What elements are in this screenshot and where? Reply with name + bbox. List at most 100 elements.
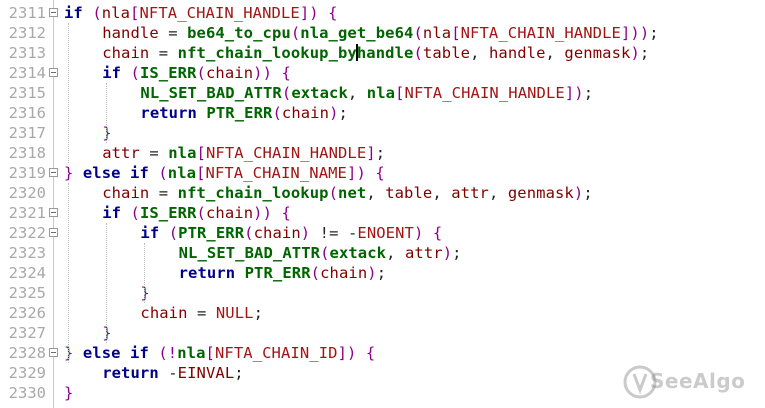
code-token: nla — [167, 164, 197, 182]
code-token: = — [139, 144, 169, 162]
line-number: 2323 — [8, 244, 46, 262]
code-token: ( — [281, 84, 292, 102]
code-token — [73, 344, 82, 362]
indent-guide — [106, 83, 108, 143]
code-token: handle — [102, 24, 159, 42]
code-token: return — [102, 364, 159, 382]
code-token: NFTA_CHAIN_HANDLE — [205, 144, 367, 162]
code-token: ] — [366, 144, 376, 162]
code-token: NL_SET_BAD_ATTR — [140, 84, 282, 102]
code-text: attr = nla[NFTA_CHAIN_HANDLE]; — [102, 143, 385, 163]
line-number: 2330 — [8, 384, 46, 402]
code-token: ( — [244, 224, 254, 242]
code-token: NFTA_CHAIN_HANDLE — [139, 4, 300, 22]
code-token: != - — [310, 224, 358, 242]
code-token: { — [365, 344, 376, 362]
code-line[interactable]: 2325} — [0, 283, 765, 303]
code-line[interactable]: 2319} else if (nla[NFTA_CHAIN_NAME]) { — [0, 163, 765, 183]
line-number: 2320 — [8, 184, 46, 202]
code-token: ) — [367, 264, 377, 282]
code-token: = — [149, 44, 178, 62]
fold-toggle-icon[interactable] — [49, 228, 58, 237]
gutter-divider — [53, 0, 54, 408]
code-token: ) — [413, 224, 424, 242]
code-token: { — [432, 224, 443, 242]
code-token: nla — [168, 144, 197, 162]
code-token: chain — [102, 44, 150, 62]
code-token: ) — [300, 224, 311, 242]
code-token: NFTA_CHAIN_HANDLE — [404, 84, 565, 102]
fold-toggle-icon[interactable] — [49, 68, 58, 77]
code-token: ; — [253, 304, 264, 322]
code-token: ; — [649, 24, 659, 42]
line-number: 2325 — [8, 284, 46, 302]
code-token: , — [432, 184, 452, 202]
code-token: , — [366, 184, 386, 202]
fold-toggle-icon[interactable] — [49, 168, 58, 177]
code-token: chain — [320, 264, 368, 282]
code-token: attr — [102, 144, 140, 162]
line-number: 2324 — [8, 264, 46, 282]
code-token: nla_get_be64 — [300, 24, 414, 42]
code-token: ; — [452, 244, 462, 262]
indent-guide — [106, 223, 108, 343]
line-number: 2315 — [8, 84, 46, 102]
code-token: ( — [310, 264, 321, 282]
line-number: 2311 — [8, 4, 46, 22]
code-token: ] — [564, 84, 575, 102]
code-token: , — [470, 44, 489, 62]
code-token: = — [149, 184, 178, 202]
code-token: ( — [196, 204, 206, 222]
code-token: (! — [158, 344, 178, 362]
code-token: , — [488, 184, 508, 202]
code-token — [73, 164, 82, 182]
indent-guide — [68, 183, 69, 363]
code-token — [366, 164, 375, 182]
code-token: nla — [177, 344, 206, 362]
code-token: extack — [329, 244, 387, 262]
code-text: return -EINVAL; — [102, 363, 244, 383]
indent-guide — [144, 243, 146, 303]
code-token: [ — [130, 4, 140, 22]
code-text: handle = be64_to_cpu(nla_get_be64(nla[NF… — [102, 23, 659, 43]
watermark-text: SeeAlgo — [650, 369, 746, 393]
code-text: return PTR_ERR(chain); — [140, 103, 348, 123]
fold-toggle-icon[interactable] — [49, 8, 58, 17]
code-line[interactable]: 2327} — [0, 323, 765, 343]
code-line[interactable]: 2317} — [0, 123, 765, 143]
seal-icon — [623, 365, 657, 399]
code-text: } — [64, 383, 73, 403]
code-token: ; — [234, 364, 244, 382]
code-token: ( — [196, 64, 206, 82]
code-token: PTR_ERR — [244, 264, 311, 282]
fold-toggle-icon[interactable] — [49, 348, 58, 357]
code-token — [423, 224, 432, 242]
code-token: table — [422, 44, 471, 62]
fold-toggle-icon[interactable] — [49, 208, 58, 217]
code-token: nla — [101, 4, 131, 22]
code-line[interactable]: 2330} — [0, 383, 765, 403]
code-line[interactable]: 2316 return PTR_ERR(chain); — [0, 103, 765, 123]
code-token — [197, 104, 206, 122]
line-number: 2326 — [8, 304, 46, 322]
code-token: ) — [442, 244, 453, 262]
code-token: be64_to_cpu — [187, 24, 291, 42]
line-number: 2316 — [8, 104, 46, 122]
code-token — [159, 224, 168, 242]
code-token — [235, 264, 244, 282]
code-token: ( — [413, 44, 423, 62]
